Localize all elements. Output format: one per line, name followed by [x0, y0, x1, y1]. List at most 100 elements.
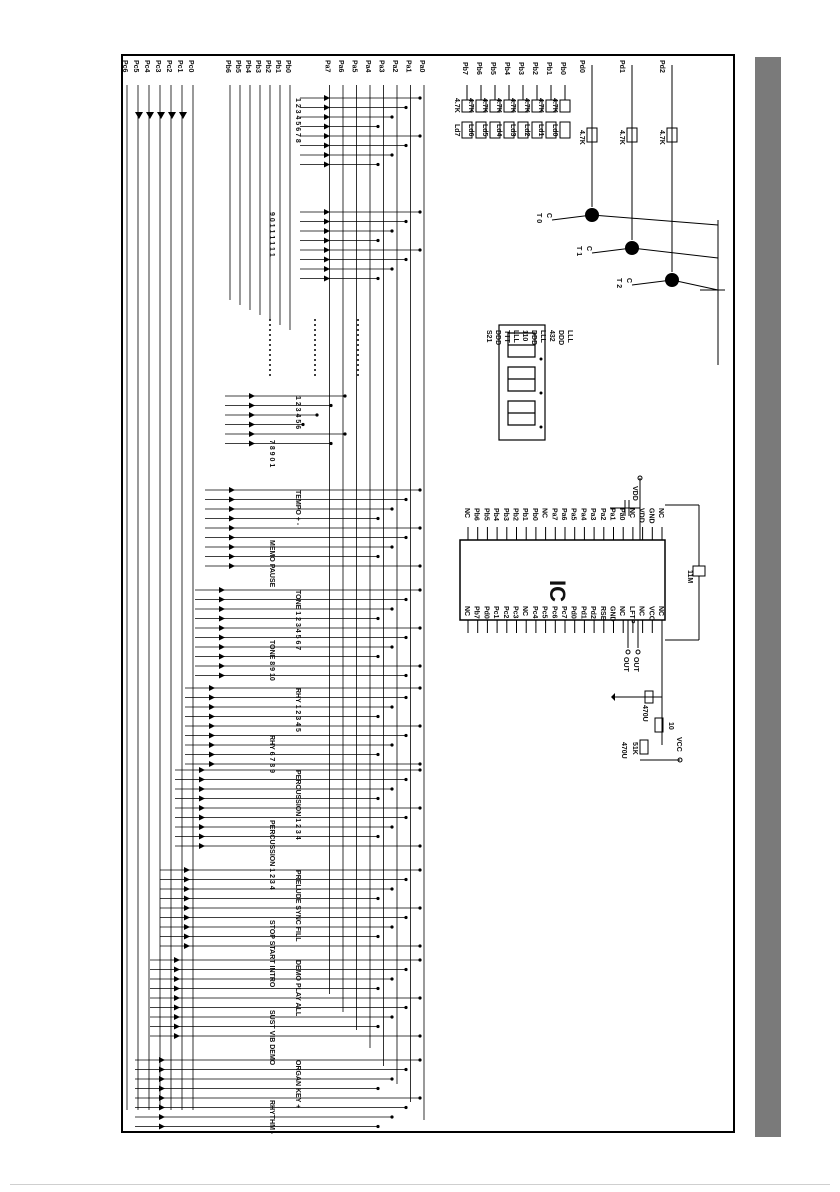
key-diode [159, 1095, 165, 1101]
key-diode [324, 247, 330, 253]
led-resistor [461, 99, 473, 113]
spare-dot [269, 349, 271, 351]
junction-dot [390, 507, 394, 511]
key-diode [324, 95, 330, 101]
key-matrix [126, 85, 425, 1130]
key-diode [249, 402, 255, 409]
led-res-label: 4.7K [481, 98, 488, 113]
crystal-label: 11M [686, 570, 693, 583]
key-diode [174, 966, 180, 973]
led-resistor [489, 99, 501, 113]
key-diode [184, 895, 190, 902]
display-pin-label: 110 [521, 330, 528, 341]
junction-dot [418, 1058, 422, 1062]
ic-left-pin-label: NC [463, 508, 470, 518]
junction-dot [418, 1034, 422, 1038]
res-10-label: 10 [667, 722, 674, 730]
led-label: Ld0 [551, 124, 558, 137]
junction-dot [390, 925, 394, 929]
ic-right-pin-label: Pb7 [473, 606, 480, 619]
key-diode [199, 786, 205, 792]
key-diode [174, 957, 180, 963]
junction-dot [390, 825, 394, 829]
key-diode [324, 275, 330, 282]
ic-right-pin-label: VCC [647, 606, 654, 621]
display-pin-label: DDD [494, 330, 501, 345]
key-group-label: 9 0 1 1 1 1 1 1 [268, 212, 275, 257]
key-diode [219, 587, 225, 593]
junction-dot [390, 607, 394, 611]
led-resistor [517, 99, 529, 113]
ic-right-pin-label: Pc6 [550, 606, 557, 619]
key-group-label: TEMPO + - [294, 490, 301, 526]
key-diode [229, 506, 235, 512]
key-diode [324, 152, 330, 158]
pc-label: Pc6 [121, 60, 128, 73]
junction-dot [343, 432, 347, 436]
junction-dot [418, 724, 422, 728]
key-diode [219, 634, 225, 641]
key-group-label: MEMO PAUSE [268, 540, 275, 588]
key-group-label: PERCUSSION 1 2 3 4 [294, 770, 301, 840]
junction-dot [418, 868, 422, 872]
cap-470u-2-label: 470U [620, 742, 627, 759]
key-diode [324, 228, 330, 234]
key-diode [324, 256, 330, 263]
ic-right-pin-label: RSB [599, 606, 606, 621]
led-resistor [531, 99, 543, 113]
key-diode [174, 1014, 180, 1020]
seven-seg-digit [507, 332, 536, 358]
key-diode [229, 525, 235, 531]
led-res-label: 4.7K [495, 98, 502, 113]
key-diode [199, 833, 205, 840]
junction-dot [418, 906, 422, 910]
led-port-label: Pb3 [517, 62, 524, 75]
junction-dot [404, 777, 408, 782]
ic-left-pin-label: Pb3 [502, 508, 509, 521]
junction-dot [390, 1015, 394, 1019]
ic-left-pin-label: Pa5 [570, 508, 577, 521]
key-group-label: TONE 8 9 10 [268, 640, 275, 681]
spare-dot [357, 369, 359, 371]
junction-dot [404, 257, 408, 262]
led-resistor [545, 99, 557, 113]
key-diode [219, 615, 225, 622]
transistor-emitter-wire [671, 279, 719, 291]
ic-right-pin-label: Pc7 [560, 606, 567, 619]
ic-left-pin-label: NC [628, 508, 635, 518]
pa-label: Pa6 [337, 60, 344, 73]
led-res-label: 4.7K [523, 98, 530, 113]
side-tab-bar [755, 57, 781, 1137]
transistor-collector-label: C [585, 246, 592, 251]
led-port-label: Pb7 [461, 62, 468, 75]
pa-label: Pa0 [418, 60, 425, 73]
led-res-label: 4.7K [509, 98, 516, 113]
junction-dot [418, 488, 422, 492]
key-diode [184, 886, 190, 892]
key-diode [324, 161, 330, 168]
key-diode [199, 843, 205, 849]
junction-dot [418, 134, 422, 138]
seven-seg-dot [539, 425, 543, 429]
junction-dot [418, 958, 422, 962]
key-diode [174, 985, 180, 992]
key-diode [229, 563, 235, 569]
spare-dot [357, 354, 359, 356]
key-diode [159, 1104, 165, 1111]
led-body [475, 121, 487, 139]
key-diode [184, 943, 190, 949]
ic-right-pin-label: Pd2 [589, 606, 596, 619]
key-group-label: ORGAN KEY + [294, 1060, 301, 1108]
junction-dot [390, 887, 394, 891]
spare-dot [314, 339, 316, 341]
transistor-label: T 2 [615, 278, 622, 288]
pc-label: Pc0 [187, 60, 194, 73]
ic-right-pin-label: Pc5 [541, 606, 548, 619]
port-labels: Pa0Pa1Pa2Pa3Pa4Pa5Pa6Pa7Pb0Pb1Pb2Pb3Pb4P… [121, 60, 425, 73]
transistor-emitter-wire [591, 214, 719, 226]
diagram-frame [121, 54, 735, 1133]
key-diode [174, 995, 180, 1001]
transistor-res-label: 4.7K [618, 130, 625, 145]
spare-dot [314, 354, 316, 356]
key-diode [324, 142, 330, 149]
